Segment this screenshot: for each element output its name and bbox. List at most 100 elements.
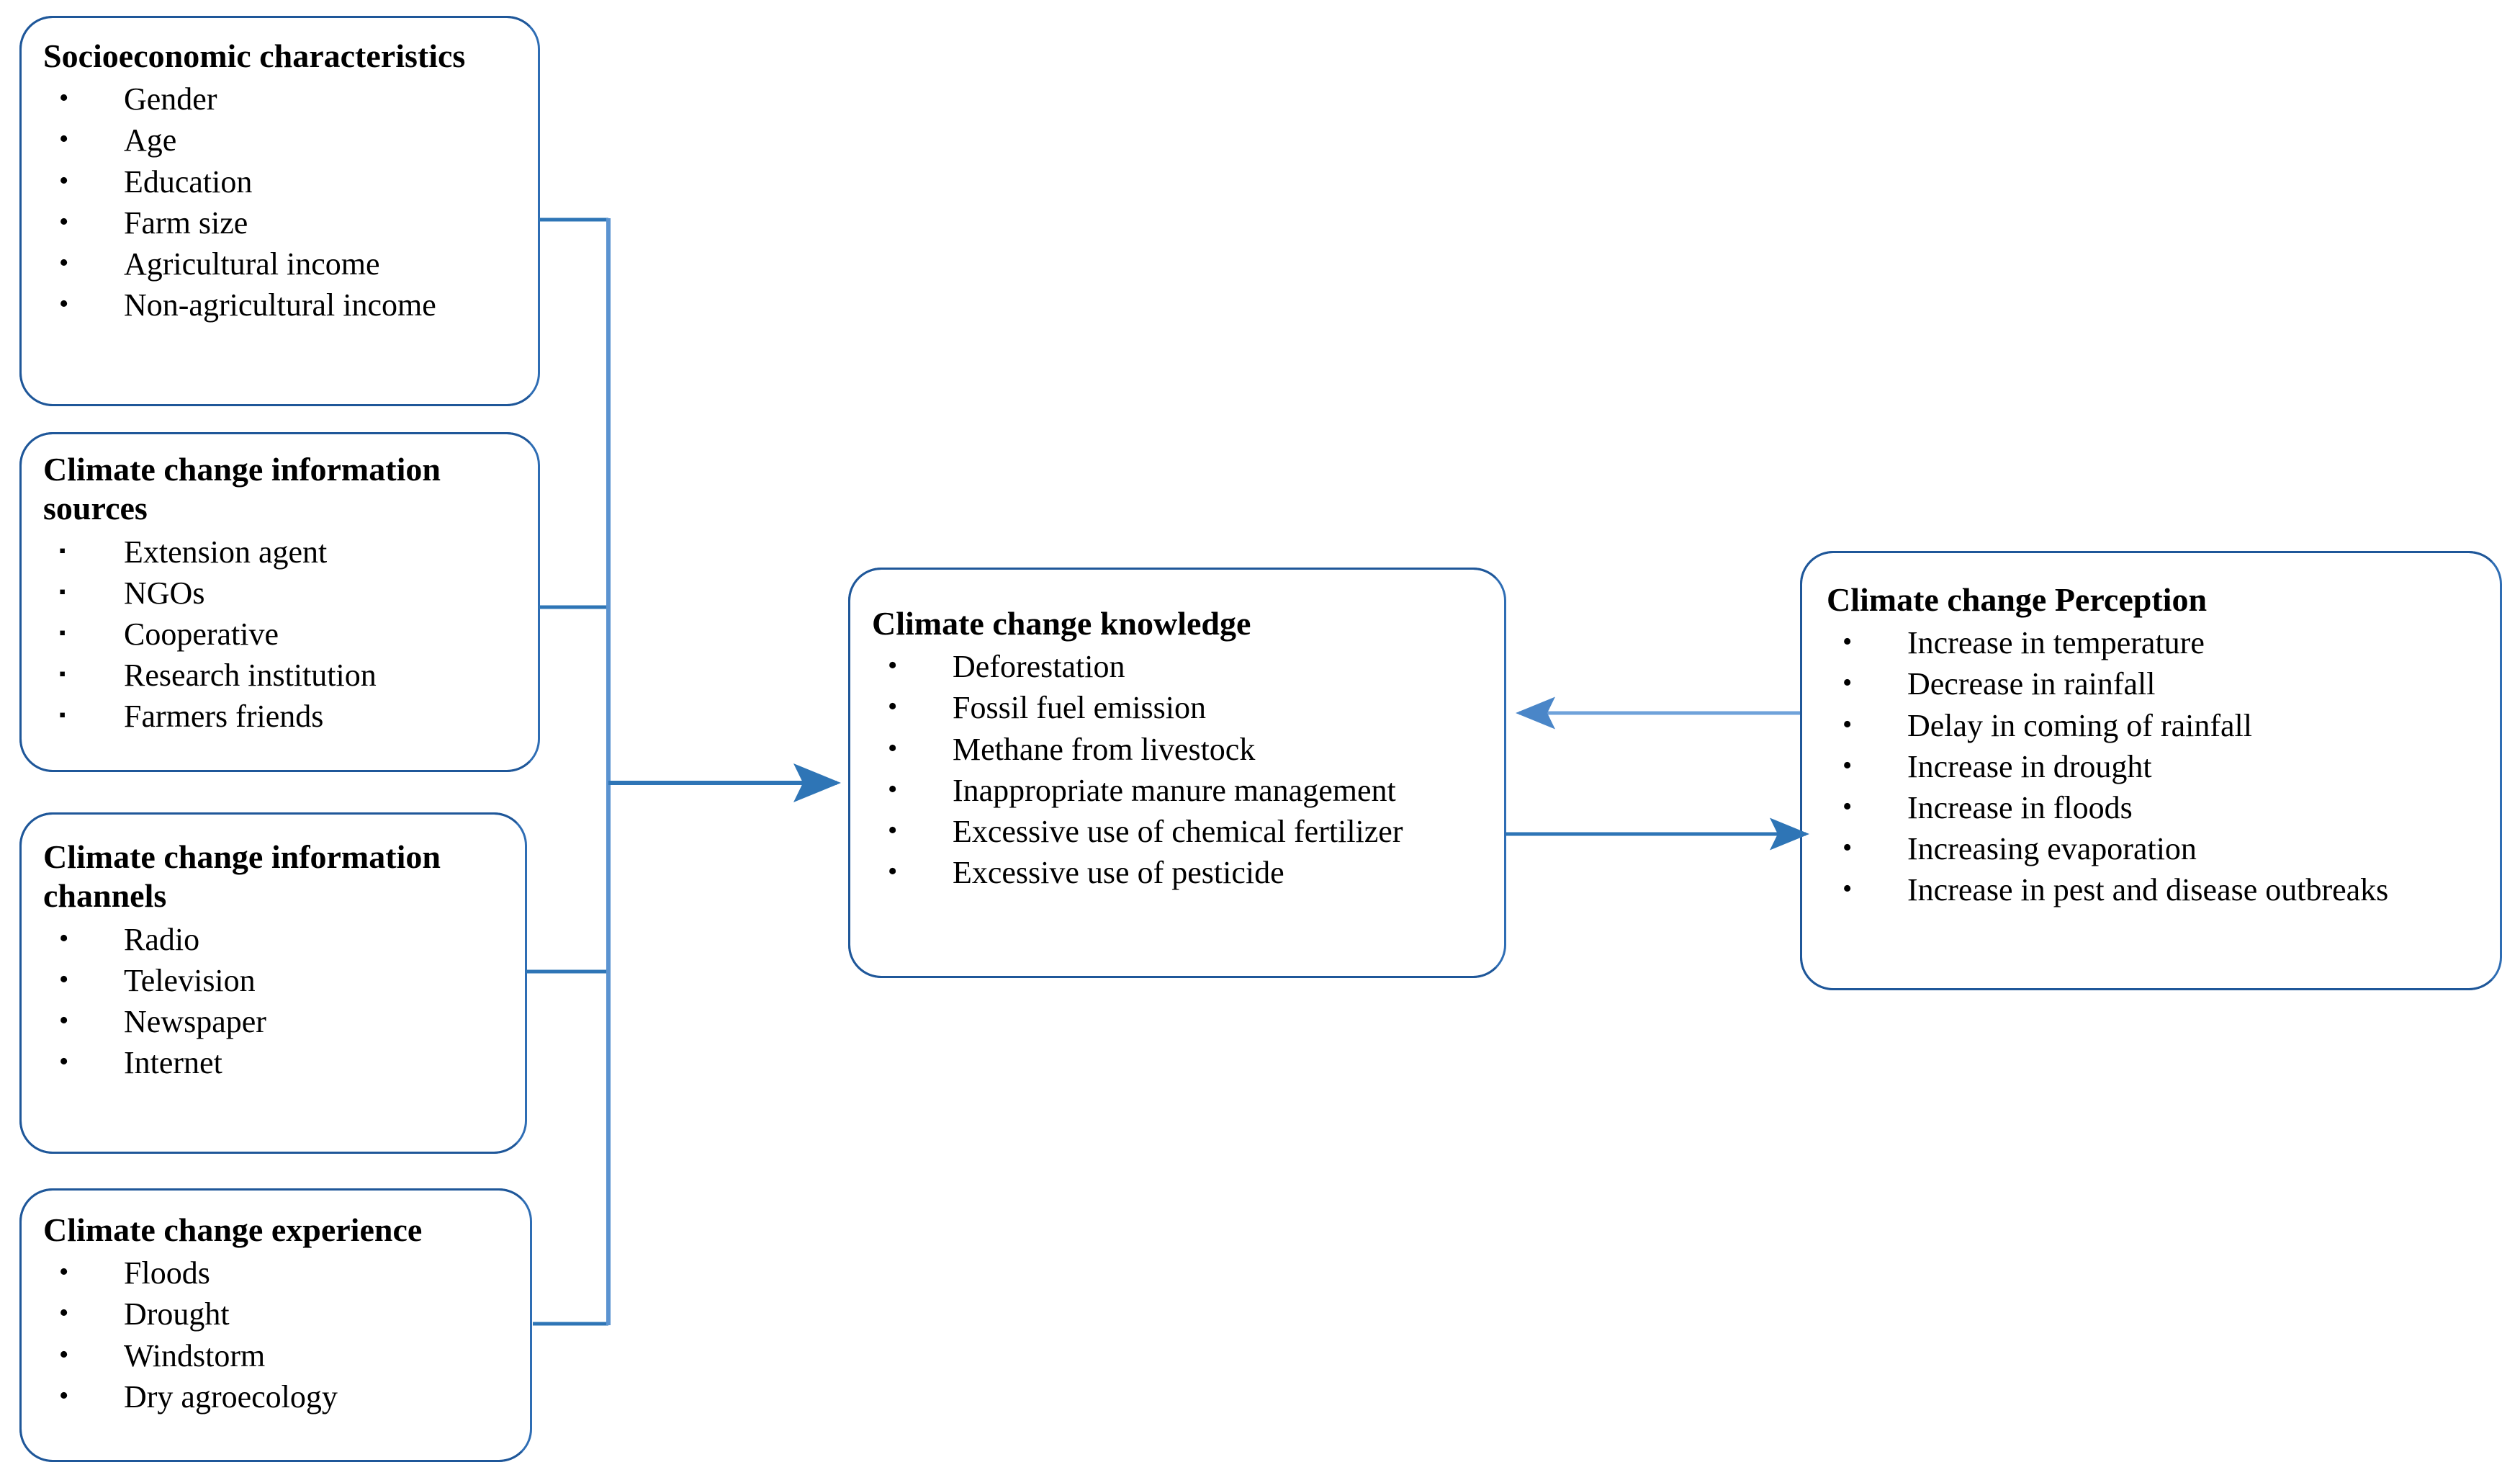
list-item: ▪ Cooperative xyxy=(43,614,518,655)
bullet-dot-icon: • xyxy=(888,732,898,763)
node-climate-change-knowledge[interactable]: Climate change knowledge •Deforestation … xyxy=(848,568,1506,978)
node-title-info-channels: Climate change information channels xyxy=(43,838,441,915)
node-climate-change-information-channels[interactable]: Climate change information channels • Rad… xyxy=(19,812,527,1154)
list-item: ▪ Research institution xyxy=(43,655,518,696)
bullet-list-experience: • Floods • Drought • Windstorm • Dry agroeco… xyxy=(43,1252,510,1417)
list-item-label: Delay in coming of rainfall xyxy=(1907,707,2252,743)
list-item: • Television xyxy=(43,960,505,1001)
bullet-list-info-sources: ▪Extension agent ▪ NGOs ▪ Cooperative ▪ Res… xyxy=(43,532,518,738)
bullet-dot-icon: • xyxy=(1842,709,1853,740)
bullet-dot-icon: • xyxy=(59,165,69,196)
bullet-dot-icon: • xyxy=(59,1298,69,1329)
list-item-label: Farmers friends xyxy=(124,699,324,735)
list-item-label: Increasing evaporation xyxy=(1907,831,2197,867)
list-item-label: Deforestation xyxy=(953,649,1125,685)
bullet-dot-icon: • xyxy=(888,856,898,887)
bullet-dot-icon: • xyxy=(59,289,69,320)
node-title-perception: Climate change Perception xyxy=(1827,581,2208,618)
bullet-square-icon: ▪ xyxy=(59,622,66,643)
list-item: • Increase in temperature xyxy=(1827,622,2480,663)
list-item: ▪Extension agent xyxy=(43,532,518,573)
list-item-label: Radio xyxy=(124,921,200,957)
list-item: • Fossil fuel emission xyxy=(872,687,1484,728)
bullet-dot-icon: • xyxy=(1842,750,1853,781)
list-item: • Inappropriate manure management xyxy=(872,770,1484,811)
list-item-label: Dry agroecology xyxy=(124,1378,338,1415)
bullet-dot-icon: • xyxy=(59,1339,69,1370)
bullet-dot-icon: • xyxy=(59,1380,69,1411)
bullet-square-icon: ▪ xyxy=(59,580,66,602)
list-item: • Excessive use of chemical fertilizer xyxy=(872,811,1484,852)
list-item-label: Increase in drought xyxy=(1907,748,2152,784)
list-item: • Floods xyxy=(43,1252,510,1294)
list-item: • Increase in drought xyxy=(1827,746,2480,787)
node-title-knowledge: Climate change knowledge xyxy=(872,605,1251,642)
list-item: •Increase in pest and disease outbreaks xyxy=(1827,869,2480,910)
list-item: •Farm size xyxy=(43,202,518,243)
list-item: • Agricultural income xyxy=(43,243,518,284)
list-item-label: Excessive use of pesticide xyxy=(953,855,1284,891)
list-item: •Methane from livestock xyxy=(872,729,1484,770)
node-climate-change-experience[interactable]: Climate change experience • Floods • Droug… xyxy=(19,1188,532,1462)
node-title-socioeconomic: Socioeconomic characteristics xyxy=(43,37,466,74)
list-item: • Newspaper xyxy=(43,1001,505,1042)
bullet-dot-icon: • xyxy=(888,815,898,846)
bullet-square-icon: ▪ xyxy=(59,663,66,685)
bullet-dot-icon: • xyxy=(59,1005,69,1036)
bullet-dot-icon: • xyxy=(59,964,69,995)
list-item-label: Education xyxy=(124,163,253,199)
list-item-label: Inappropriate manure management xyxy=(953,772,1396,808)
node-climate-change-information-sources[interactable]: Climate change information sources ▪Exte… xyxy=(19,432,540,772)
list-item: • Education xyxy=(43,161,518,202)
list-item-label: Research institution xyxy=(124,658,377,694)
list-item: • Windstorm xyxy=(43,1335,510,1376)
node-title-experience: Climate change experience xyxy=(43,1211,423,1248)
node-socioeconomic-characteristics[interactable]: Socioeconomic characteristics •Gender •A… xyxy=(19,16,540,406)
list-item: • Excessive use of pesticide xyxy=(872,852,1484,893)
list-item-label: Television xyxy=(124,962,256,998)
list-item: • Increase in floods xyxy=(1827,787,2480,828)
bullet-dot-icon: • xyxy=(59,923,69,954)
bullet-dot-icon: • xyxy=(888,691,898,722)
bullet-square-icon: ▪ xyxy=(59,704,66,726)
list-item-label: Newspaper xyxy=(124,1003,266,1039)
bullet-dot-icon: • xyxy=(1842,627,1853,658)
list-item: •Deforestation xyxy=(872,646,1484,687)
list-item-label: Increase in temperature xyxy=(1907,625,2205,661)
list-item-label: Windstorm xyxy=(124,1337,266,1373)
list-item-label: Age xyxy=(124,122,177,158)
bullet-dot-icon: • xyxy=(888,774,898,804)
bullet-dot-icon: • xyxy=(59,1046,69,1077)
list-item-label: Increase in floods xyxy=(1907,790,2133,826)
list-item: •Increasing evaporation xyxy=(1827,828,2480,869)
list-item-label: Fossil fuel emission xyxy=(953,690,1207,726)
list-item-label: NGOs xyxy=(124,575,205,611)
list-item: • Dry agroecology xyxy=(43,1376,510,1417)
list-item-label: Cooperative xyxy=(124,616,279,652)
bullet-dot-icon: • xyxy=(1842,792,1853,822)
bullet-dot-icon: • xyxy=(59,248,69,279)
list-item: • Gender xyxy=(43,79,518,120)
list-item-label: Excessive use of chemical fertilizer xyxy=(953,814,1403,850)
list-item-label: Farm size xyxy=(124,205,248,241)
list-item: • Delay in coming of rainfall xyxy=(1827,705,2480,746)
list-item: ▪ Farmers friends xyxy=(43,696,518,737)
node-title-info-sources: Climate change information sources xyxy=(43,451,441,527)
list-item-label: Agricultural income xyxy=(124,246,380,282)
node-climate-change-perception[interactable]: Climate change Perception • Increase in t… xyxy=(1800,551,2502,990)
list-item: • Radio xyxy=(43,919,505,960)
list-item-label: Floods xyxy=(124,1255,210,1291)
list-item-label: Increase in pest and disease outbreaks xyxy=(1907,872,2389,908)
list-item-label: Internet xyxy=(124,1045,222,1081)
list-item-label: Gender xyxy=(124,81,217,117)
bullet-dot-icon: • xyxy=(59,83,69,114)
bullet-dot-icon: • xyxy=(1842,668,1853,699)
list-item: •Age xyxy=(43,120,518,161)
bullet-dot-icon: • xyxy=(59,1257,69,1288)
list-item-label: Decrease in rainfall xyxy=(1907,666,2156,702)
list-item-label: Non-agricultural income xyxy=(124,287,436,323)
list-item: • Drought xyxy=(43,1294,510,1335)
list-item-label: Drought xyxy=(124,1296,230,1332)
bullet-list-info-channels: • Radio • Television • Newspaper • Internet xyxy=(43,919,505,1084)
